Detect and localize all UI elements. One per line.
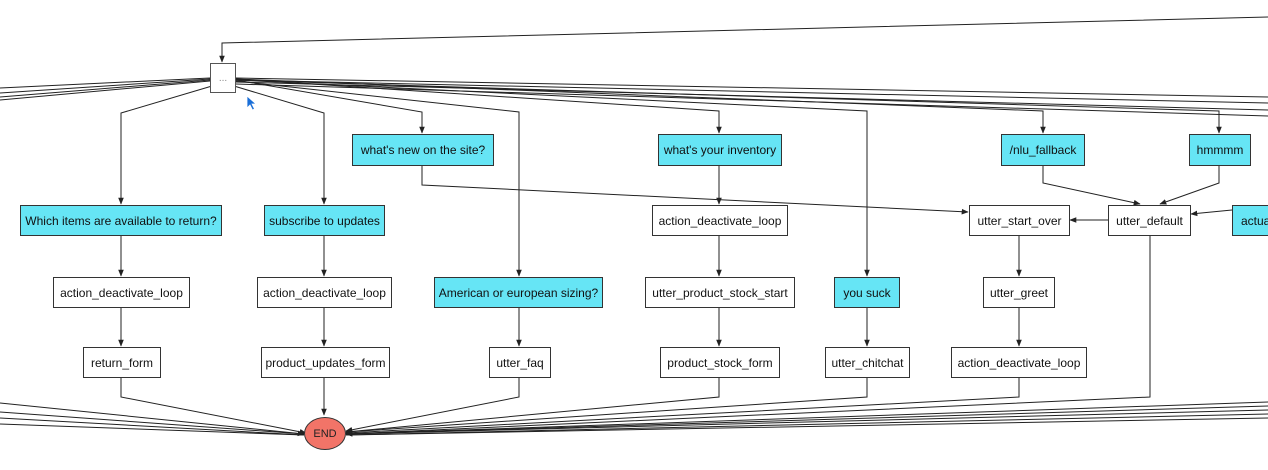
- edge-right-to-end: [345, 417, 1268, 436]
- edge-fallback-to-default: [1042, 166, 1141, 206]
- utter-start-over-node[interactable]: utter_start_over: [969, 205, 1070, 236]
- edge-start-left: [0, 78, 211, 94]
- edge-actual-to-default: [1190, 209, 1233, 217]
- edge-start-to-suck: [235, 79, 870, 277]
- start-node[interactable]: ...: [210, 63, 236, 93]
- action-deactivate-loop-inventory[interactable]: action_deactivate_loop: [652, 205, 788, 236]
- intent-inventory[interactable]: what's your inventory: [658, 134, 782, 166]
- intent-actual-partial[interactable]: actua: [1232, 205, 1268, 236]
- return-form-node[interactable]: return_form: [83, 347, 161, 378]
- edge-start-to-subscribe: [233, 85, 327, 205]
- edge-start-to-whatsnew: [235, 79, 425, 134]
- intent-sizing[interactable]: American or european sizing?: [434, 277, 603, 308]
- edge-left-to-end: [0, 402, 305, 437]
- intent-you-suck[interactable]: you suck: [834, 277, 900, 308]
- edge-start-to-fallback: [235, 78, 1046, 134]
- action-deactivate-loop-subscribe[interactable]: action_deactivate_loop: [257, 277, 392, 308]
- edge-right-to-end: [345, 401, 1268, 437]
- product-updates-form-node[interactable]: product_updates_form: [261, 347, 390, 378]
- edge-chitchat-to-end: [345, 378, 868, 435]
- intent-nlu-fallback[interactable]: /nlu_fallback: [1001, 134, 1085, 166]
- mouse-pointer-icon: [246, 95, 258, 111]
- intent-hmmmm[interactable]: hmmmm: [1189, 134, 1251, 166]
- utter-faq-node[interactable]: utter_faq: [489, 347, 551, 378]
- edge-left-to-end: [0, 423, 305, 436]
- edge-start-to-hmmmm: [235, 79, 1222, 134]
- edge-right-to-end: [345, 409, 1268, 435]
- edge-start-left: [0, 80, 211, 101]
- intent-subscribe-updates[interactable]: subscribe to updates: [264, 205, 385, 236]
- utter-greet-node[interactable]: utter_greet: [983, 277, 1055, 308]
- edge-whatsnew-to-startover: [421, 166, 969, 215]
- edge-returnform-to-end: [120, 378, 307, 435]
- edge-start-left: [0, 79, 211, 98]
- edge-start-right: [235, 83, 1268, 117]
- edge-start-to-return: [118, 85, 213, 205]
- edge-deact-to-end: [345, 378, 1020, 436]
- edge-faq-to-end: [345, 378, 520, 433]
- edge-default-to-end: [345, 236, 1151, 437]
- edge-stockform-to-end: [345, 378, 720, 435]
- utter-chitchat-node[interactable]: utter_chitchat: [825, 347, 910, 378]
- action-deactivate-loop-greet[interactable]: action_deactivate_loop: [951, 347, 1087, 378]
- edge-hmmmm-to-default: [1159, 166, 1220, 205]
- action-deactivate-loop-return[interactable]: action_deactivate_loop: [53, 277, 190, 308]
- utter-product-stock-start-node[interactable]: utter_product_stock_start: [645, 277, 795, 308]
- edge-start-right: [235, 79, 1268, 104]
- end-node[interactable]: END: [304, 417, 346, 450]
- edge-left-to-end: [0, 411, 305, 435]
- edge-start-to-inventory: [235, 78, 722, 134]
- intent-whats-new[interactable]: what's new on the site?: [352, 134, 494, 166]
- edge-right-to-end: [345, 405, 1268, 435]
- edge-start-right: [235, 77, 1268, 98]
- edge-right-to-end: [345, 413, 1268, 436]
- edge-loop-to-start: [219, 16, 1268, 63]
- intent-items-return[interactable]: Which items are available to return?: [20, 205, 222, 236]
- product-stock-form-node[interactable]: product_stock_form: [660, 347, 780, 378]
- utter-default-node[interactable]: utter_default: [1108, 205, 1191, 236]
- edge-start-left: [0, 77, 211, 89]
- edge-start-to-sizing: [235, 80, 522, 277]
- edge-left-to-end: [0, 417, 305, 436]
